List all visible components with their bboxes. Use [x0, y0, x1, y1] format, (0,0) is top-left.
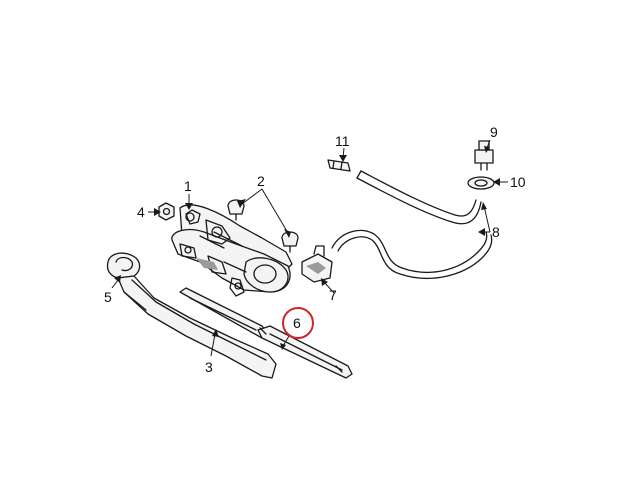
- callout-4: 4: [137, 204, 145, 220]
- highlight-ring-callout-6: [282, 307, 314, 339]
- part-7-connector: [301, 245, 333, 283]
- leader-lines: [111, 139, 508, 357]
- part-10-grommet: [467, 176, 495, 190]
- callout-8: 8: [492, 224, 500, 240]
- part-3-5-wiper-arm: [106, 252, 277, 379]
- callout-1: 1: [184, 178, 192, 194]
- part-6-wiper-blade: [179, 287, 353, 379]
- part-9-check-valve: [474, 140, 494, 171]
- part-1-wiper-motor: [171, 204, 293, 297]
- callout-9: 9: [490, 124, 498, 140]
- callout-7: 7: [329, 287, 337, 303]
- part-11-fitting: [327, 159, 351, 172]
- callout-10: 10: [510, 174, 526, 190]
- part-4-nut: [158, 202, 175, 221]
- callout-11: 11: [335, 133, 350, 149]
- callout-3: 3: [205, 359, 213, 375]
- callout-labels: 1 2 3 4 5 6 7 8 9 10 11: [104, 124, 526, 375]
- callout-6: 6: [293, 315, 301, 331]
- washer-hose-upper: [356, 170, 482, 225]
- washer-hose-lower: [331, 229, 493, 280]
- callout-5: 5: [104, 289, 112, 305]
- callout-2: 2: [257, 173, 265, 189]
